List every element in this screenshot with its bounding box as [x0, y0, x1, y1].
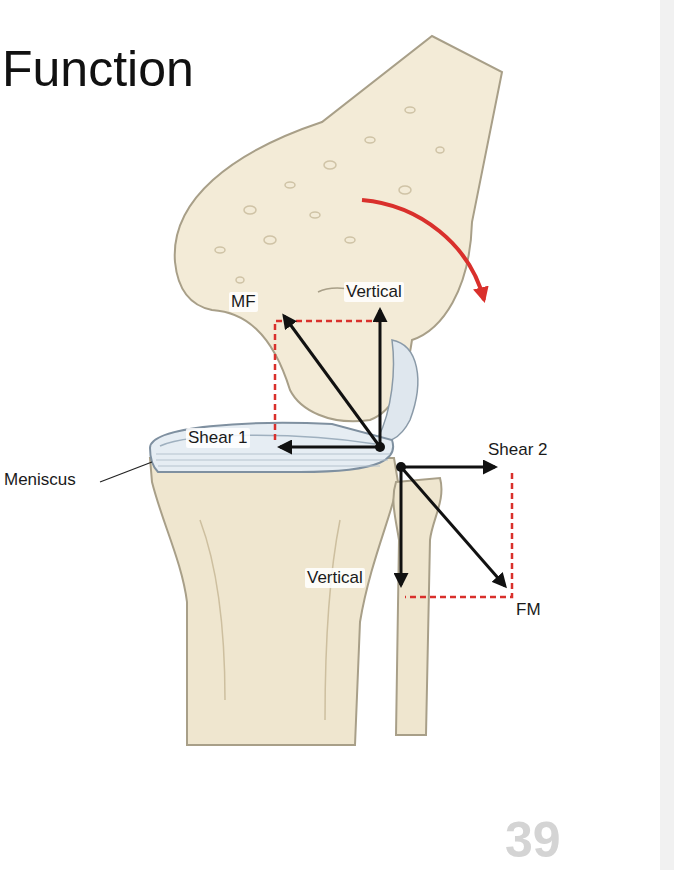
fm-label: FM — [514, 600, 543, 620]
tibia — [150, 458, 398, 745]
meniscus-horn — [378, 340, 418, 441]
meniscus — [150, 423, 393, 472]
force-parallelogram — [275, 321, 512, 597]
vector-label: Vertical — [305, 568, 365, 588]
vector-label: Vertical — [344, 282, 404, 302]
side-band — [660, 0, 674, 870]
vector-label: Shear 2 — [486, 440, 550, 460]
femur — [175, 36, 502, 421]
slide-title: Function — [2, 40, 194, 98]
leader-line — [100, 462, 152, 482]
page-number: 39 — [505, 812, 561, 868]
mf-label: MF — [229, 292, 258, 312]
part-name: Meniscus — [2, 470, 78, 490]
bone-texture — [215, 107, 444, 283]
vector-label: Shear 1 — [186, 428, 250, 448]
force-vectors — [280, 310, 505, 586]
